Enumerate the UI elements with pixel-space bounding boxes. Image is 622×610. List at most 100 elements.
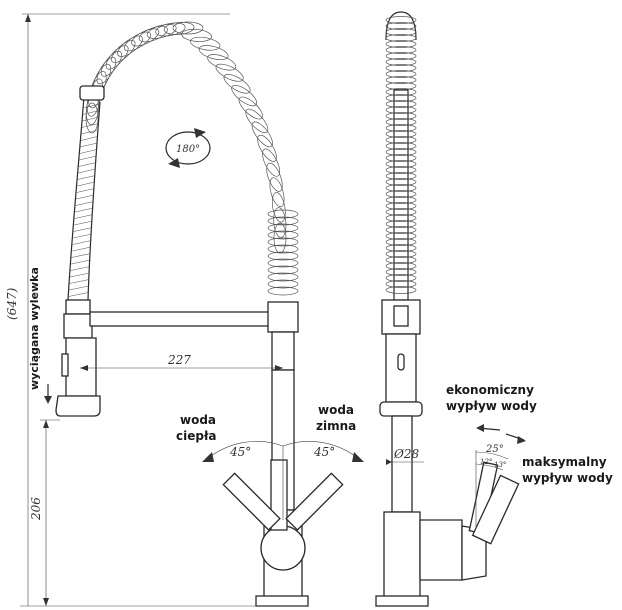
coil-loop [385, 124, 417, 132]
coil-loop [238, 96, 263, 120]
coil-loop [131, 28, 160, 47]
coil-loop [267, 286, 299, 296]
coil-loop [267, 209, 299, 219]
hose-hatch-line [83, 103, 100, 109]
hose-hatch-line [76, 188, 95, 193]
coil-loop [267, 216, 299, 226]
coil-loop [385, 40, 417, 48]
total-height-value: (647) [5, 287, 19, 320]
eco-flow-label-1: ekonomiczny [446, 383, 534, 397]
hose-hatch-line [75, 207, 94, 213]
flexible-hose [67, 85, 105, 301]
reach-dimension [80, 365, 283, 371]
side-head-holder [381, 299, 421, 335]
coil-loop [385, 256, 417, 264]
side-eco-angle-a: 12° [480, 458, 492, 466]
coil-loop [385, 178, 417, 186]
side-max-angle: 25° [485, 444, 504, 455]
coil-loop [385, 106, 417, 114]
coil-loop [385, 226, 417, 234]
main-column [255, 301, 309, 607]
hose-hatch-line [71, 259, 91, 265]
hose-hatch-line [70, 272, 90, 278]
coil-loop [85, 102, 99, 134]
side-angle-arcs [475, 450, 509, 528]
coil-loop [96, 57, 117, 85]
hose-hatch-line [72, 240, 92, 245]
coil-loop [223, 74, 251, 94]
max-flow-label-1: maksymalny [522, 455, 607, 469]
right-handle-angle: 45° [313, 445, 335, 459]
hose-hatch-line [69, 285, 89, 291]
hose-hatch-line [76, 194, 95, 200]
coil-loop [385, 34, 417, 42]
hose-hatch-line [81, 129, 99, 135]
coil-loop [385, 196, 417, 204]
spring-coil [85, 21, 299, 296]
hot-water-label-1: woda [180, 413, 216, 427]
coil-loop [385, 64, 417, 72]
side-view: Ø28 25° 12° 13° ekonomiczny wypływ wody … [375, 11, 613, 607]
coil-loop [385, 16, 417, 24]
coil-loop [385, 232, 417, 240]
cold-water-label-2: zimna [316, 419, 356, 433]
coil-loop [385, 142, 417, 150]
coil-loop [172, 21, 204, 35]
total-height-dimension [22, 13, 230, 606]
coil-loop [267, 244, 299, 254]
rotation-label: 180° [176, 144, 200, 155]
hose-hatch-line [74, 220, 93, 226]
coil-loop [385, 100, 417, 108]
hose-hatch-line [79, 155, 97, 161]
coil-loop [385, 154, 417, 162]
coil-loop [231, 85, 258, 107]
front-view: 45° 45° 180° 227 (647) [5, 13, 364, 607]
cold-water-label-1: woda [318, 403, 354, 417]
coil-loop [163, 21, 195, 35]
coil-loop [267, 258, 299, 268]
coil-loop [385, 208, 417, 216]
hose-hatch-line [70, 266, 91, 271]
coil-loop [273, 207, 287, 238]
side-lever [461, 461, 520, 581]
coil-loop [385, 280, 417, 288]
coil-loop [267, 251, 299, 261]
coil-loop [271, 192, 286, 223]
coil-loop [100, 50, 122, 77]
coil-loop [385, 52, 417, 60]
coil-loop [385, 172, 417, 180]
coil-loop [105, 45, 129, 70]
hose-hatch-line [77, 175, 96, 180]
coil-loop [385, 70, 417, 78]
coil-loop [269, 177, 285, 208]
eco-flow-label-2: wypływ wody [446, 399, 537, 413]
coil-loop [385, 166, 417, 174]
coil-loop [385, 112, 417, 120]
hose-hatch-line [79, 149, 97, 154]
hose-hatch-line [69, 279, 90, 284]
coil-loop [385, 22, 417, 30]
coil-loop [385, 250, 417, 258]
hose-hatch-line [78, 162, 97, 167]
max-flow-label-2: wypływ wody [522, 471, 613, 485]
hose-hatch-line [73, 233, 92, 239]
coil-loop [190, 36, 221, 51]
coil-loop [385, 262, 417, 270]
coil-loop [267, 265, 299, 275]
coil-loop [262, 148, 281, 177]
pull-out-spout-label: wyciągana wylewka [28, 267, 41, 390]
hose-hatch-line [82, 116, 99, 122]
coil-loop [146, 23, 177, 39]
coil-loop [385, 238, 417, 246]
hose-hatch-line [73, 227, 93, 232]
coil-loop [111, 40, 136, 63]
hose-hatch-line [74, 214, 94, 219]
coil-loop [155, 22, 186, 37]
coil-loop [215, 63, 244, 82]
hose-hatch-line [75, 201, 94, 206]
coil-loop [385, 136, 417, 144]
side-eco-angle-b: 13° [494, 461, 506, 469]
hose-hatch-line [82, 110, 100, 115]
coil-loop [385, 190, 417, 198]
coil-loop [385, 28, 417, 36]
